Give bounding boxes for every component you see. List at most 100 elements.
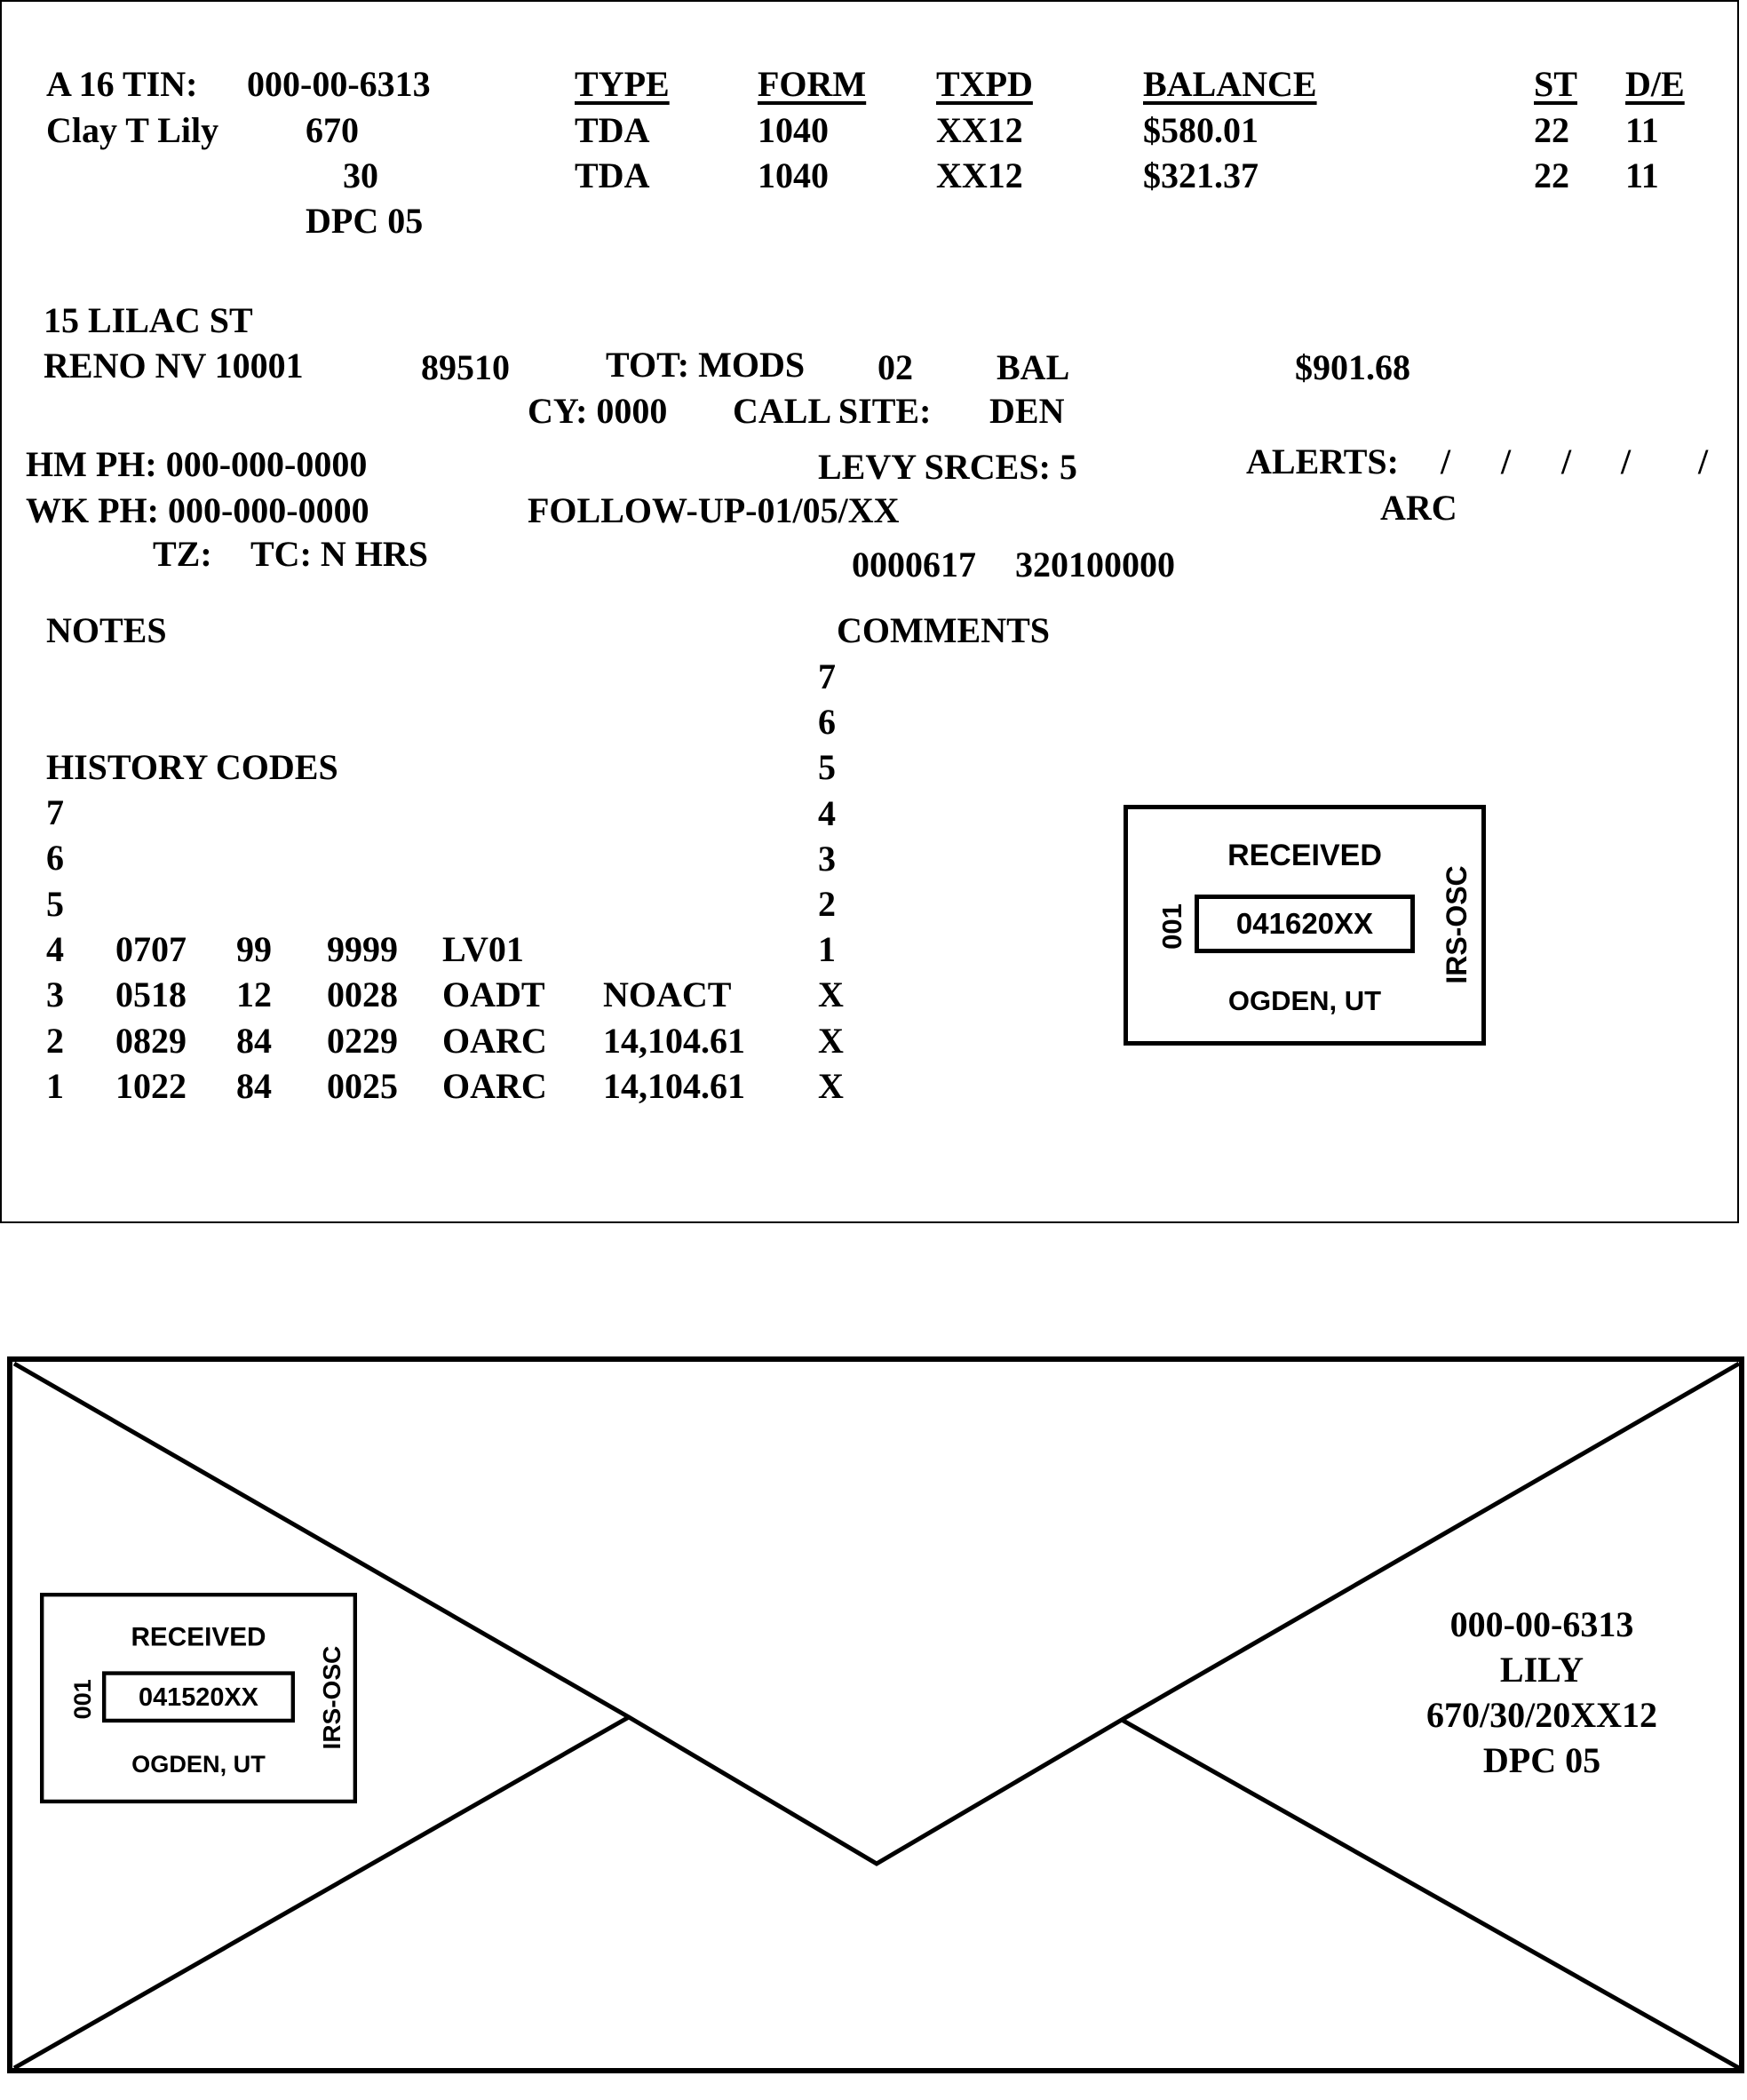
comment-line: 7: [818, 656, 836, 696]
history-cell: 84: [236, 1020, 272, 1061]
history-cell: 3: [46, 974, 64, 1015]
history-cell: 2: [46, 1020, 64, 1061]
envelope-tin: 000-00-6313: [1449, 1604, 1634, 1644]
history-cell: OARC: [442, 1020, 547, 1061]
comment-line: X: [818, 1065, 844, 1106]
module-type: TDA: [575, 155, 650, 195]
module-st: 22: [1534, 155, 1569, 195]
module-txpd: XX12: [936, 155, 1023, 195]
reference-1: 0000617: [852, 545, 976, 585]
stamp-date: 041620XX: [1195, 895, 1415, 953]
tot-mods-label: TOT: MODS: [606, 345, 806, 385]
total-balance: $901.68: [1295, 347, 1410, 387]
alert-slot: /: [1698, 441, 1709, 481]
history-cell: NOACT: [603, 974, 732, 1015]
address-zip: 89510: [421, 347, 510, 387]
stamp-office: IRS-OSC: [1441, 865, 1473, 984]
address-city: RENO NV 10001: [44, 346, 304, 386]
comment-line: 4: [818, 792, 836, 833]
module-balance: $321.37: [1143, 155, 1259, 195]
taxpayer-name: Clay T Lily: [46, 110, 219, 150]
dpc: DPC 05: [306, 201, 424, 241]
header-form: FORM: [758, 64, 867, 104]
address-street: 15 LILAC ST: [44, 300, 253, 340]
comments-label: COMMENTS: [837, 610, 1050, 650]
module-form: 1040: [758, 155, 829, 195]
history-cell: 1: [46, 1065, 64, 1106]
arc: ARC: [1380, 488, 1457, 528]
tot-mods: 02: [877, 347, 913, 387]
envelope-received-stamp: RECEIVED 041520XX OGDEN, UT 001 IRS-OSC: [40, 1593, 357, 1804]
cy: CY: 0000: [528, 391, 668, 431]
history-cell: 84: [236, 1065, 272, 1106]
module-txpd: XX12: [936, 110, 1023, 150]
history-cell: 0025: [327, 1065, 398, 1106]
stamp-received: RECEIVED: [131, 1622, 266, 1652]
module-st: 22: [1534, 110, 1569, 150]
envelope: RECEIVED 041520XX OGDEN, UT 001 IRS-OSC …: [7, 1356, 1744, 2073]
header-de: D/E: [1625, 64, 1685, 104]
module-de: 11: [1625, 155, 1659, 195]
received-stamp: RECEIVED 041620XX OGDEN, UT 001 IRS-OSC: [1124, 805, 1486, 1046]
module-balance: $580.01: [1143, 110, 1259, 150]
header-type: TYPE: [575, 64, 670, 104]
header-st: ST: [1534, 64, 1577, 104]
history-codes-label: HISTORY CODES: [46, 747, 338, 787]
history-cell: 0518: [115, 974, 187, 1015]
alerts-label: ALERTS:: [1246, 441, 1399, 481]
comment-line: 2: [818, 884, 836, 924]
comment-line: X: [818, 1020, 844, 1061]
stamp-city: OGDEN, UT: [131, 1750, 266, 1778]
code-670: 670: [306, 110, 359, 150]
comment-line: X: [818, 974, 844, 1015]
call-site: DEN: [989, 391, 1065, 431]
alert-slot: /: [1501, 441, 1512, 481]
history-cell: 5: [46, 883, 64, 924]
history-cell: OARC: [442, 1065, 547, 1106]
account-prefix: A 16 TIN:: [46, 64, 198, 104]
tz: TZ:: [153, 534, 212, 574]
follow-up: FOLLOW-UP-01/05/XX: [528, 490, 900, 530]
reference-2: 320100000: [1015, 545, 1175, 585]
history-cell: 6: [46, 838, 64, 879]
notes-label: NOTES: [46, 610, 167, 650]
stamp-office: IRS-OSC: [317, 1645, 345, 1750]
alert-slot: /: [1621, 441, 1632, 481]
call-site-label: CALL SITE:: [733, 391, 932, 431]
history-cell: 14,104.61: [603, 1065, 745, 1106]
history-cell: 7: [46, 792, 64, 832]
history-cell: OADT: [442, 974, 545, 1015]
alert-slot: /: [1561, 441, 1572, 481]
module-form: 1040: [758, 110, 829, 150]
envelope-dpc: DPC 05: [1482, 1740, 1601, 1780]
tc: TC: N HRS: [250, 534, 429, 574]
history-cell: 9999: [327, 928, 398, 969]
bal-label: BAL: [997, 347, 1070, 387]
stamp-received: RECEIVED: [1227, 839, 1382, 872]
history-cell: 4: [46, 928, 64, 969]
module-type: TDA: [575, 110, 650, 150]
stamp-number: 001: [1156, 903, 1187, 950]
history-cell: 14,104.61: [603, 1020, 745, 1061]
account-screen: A 16 TIN: 000-00-6313 Clay T Lily 670 30…: [0, 0, 1739, 1223]
comment-line: 5: [818, 747, 836, 788]
history-cell: 0829: [115, 1020, 187, 1061]
home-phone: HM PH: 000-000-0000: [26, 444, 368, 484]
header-txpd: TXPD: [936, 64, 1033, 104]
history-cell: 0028: [327, 974, 398, 1015]
stamp-number: 001: [68, 1679, 96, 1720]
envelope-codes: 670/30/20XX12: [1426, 1695, 1657, 1735]
envelope-name: LILY: [1499, 1650, 1584, 1690]
levy-sources: LEVY SRCES: 5: [818, 447, 1077, 487]
tin: 000-00-6313: [247, 64, 431, 104]
stamp-city: OGDEN, UT: [1227, 985, 1382, 1016]
alert-slot: /: [1441, 441, 1451, 481]
history-cell: LV01: [442, 928, 524, 969]
history-cell: 12: [236, 974, 272, 1015]
history-cell: 99: [236, 928, 272, 969]
comment-line: 6: [818, 702, 836, 743]
history-cell: 0229: [327, 1020, 398, 1061]
header-balance: BALANCE: [1143, 64, 1317, 104]
history-cell: 0707: [115, 928, 187, 969]
code-30: 30: [343, 155, 378, 195]
